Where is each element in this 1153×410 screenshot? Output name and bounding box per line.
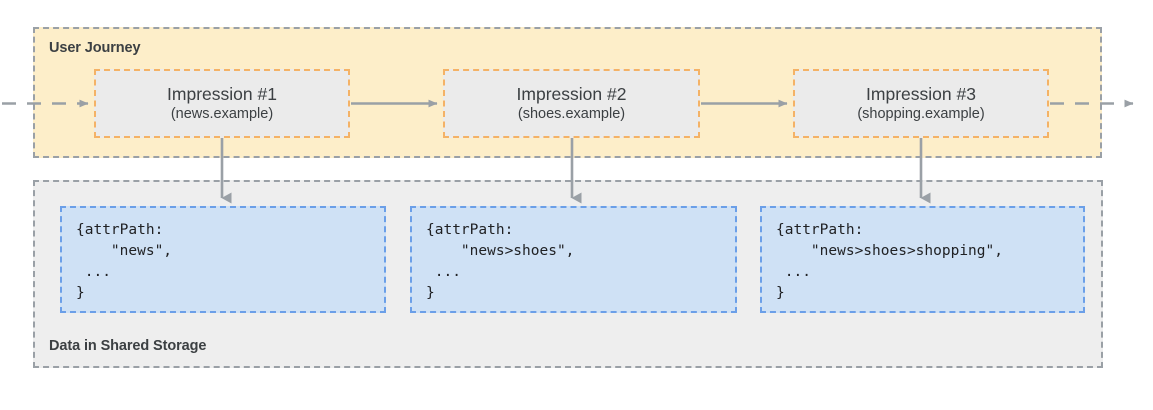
impression-3-site: (shopping.example) <box>857 106 985 122</box>
impression-box-2: Impression #2 (shoes.example) <box>443 69 700 138</box>
impression-2-site: (shoes.example) <box>517 106 626 122</box>
storage-record-2-code: {attrPath: "news>shoes", ... } <box>426 222 575 301</box>
storage-record-3: {attrPath: "news>shoes>shopping", ... } <box>760 206 1085 313</box>
storage-record-3-code: {attrPath: "news>shoes>shopping", ... } <box>776 222 1003 301</box>
impression-1-site: (news.example) <box>170 106 274 122</box>
user-journey-title: User Journey <box>49 40 141 56</box>
storage-record-2: {attrPath: "news>shoes", ... } <box>410 206 737 313</box>
storage-record-1: {attrPath: "news", ... } <box>60 206 386 313</box>
impression-1-title: Impression #1 <box>167 84 277 104</box>
impression-3-title: Impression #3 <box>866 84 976 104</box>
impression-2-title: Impression #2 <box>516 84 627 104</box>
impression-box-1: Impression #1 (news.example) <box>94 69 350 138</box>
shared-storage-title: Data in Shared Storage <box>49 338 207 354</box>
storage-record-1-code: {attrPath: "news", ... } <box>76 222 173 301</box>
impression-box-3: Impression #3 (shopping.example) <box>793 69 1049 138</box>
